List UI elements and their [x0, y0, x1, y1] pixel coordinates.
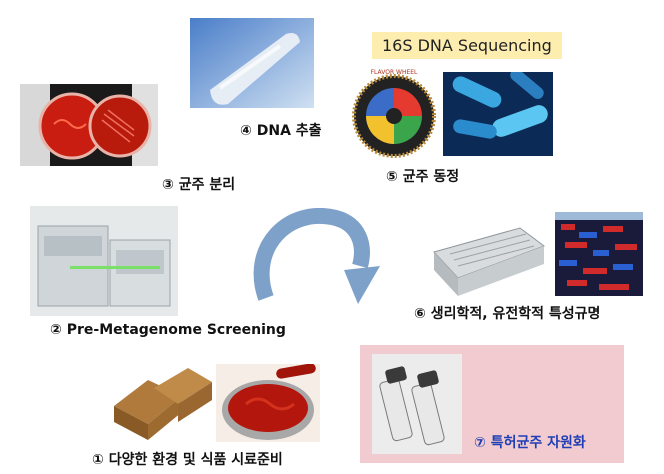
step-3-caption: ③ 균주 분리: [162, 177, 236, 193]
bacteria-microscope-photo: [443, 72, 553, 156]
gochujang-paste-photo: [216, 364, 320, 442]
dna-sequencing-banner: 16S DNA Sequencing: [372, 32, 562, 59]
step-1-caption: ① 다양한 환경 및 식품 시료준비: [92, 452, 283, 468]
patent-strain-vials-photo: [372, 354, 462, 454]
step-2-caption: ② Pre-Metagenome Screening: [50, 322, 286, 338]
screening-instrument-photo: [30, 206, 178, 316]
step-6-caption: ⑥ 생리학적, 유전학적 특성규명: [414, 306, 601, 322]
step-5-caption: ⑤ 균주 동정: [386, 169, 460, 185]
microplate-instrument-photo: [430, 222, 548, 298]
meju-block-photo: [108, 366, 214, 442]
gene-heatmap-image: [555, 212, 643, 296]
dna-tube-photo: [190, 18, 314, 108]
flavor-wheel-label: FLAVOR WHEEL: [371, 69, 418, 76]
petri-dish-photo: [20, 84, 158, 166]
step-7-caption: ⑦ 특허균주 자원화: [474, 435, 586, 451]
flavor-wheel-icon: FLAVOR WHEEL: [348, 66, 440, 158]
step-4-caption: ④ DNA 추출: [240, 123, 322, 139]
circular-arrow-icon: [248, 208, 388, 308]
